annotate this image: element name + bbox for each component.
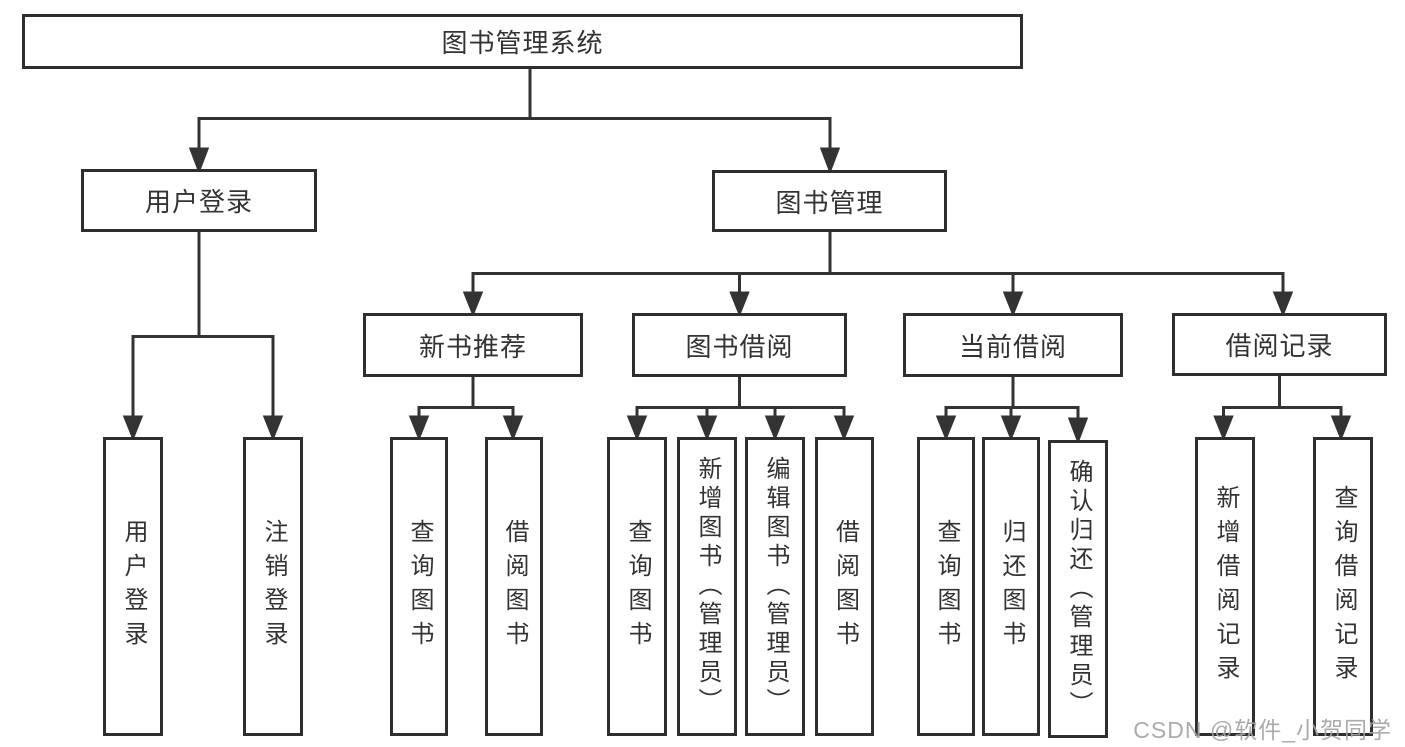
arrowhead-down-icon	[1067, 417, 1089, 445]
node-label: 图书管理系统	[441, 28, 604, 58]
csdn-watermark: CSDN @软件_小贺同学	[1133, 717, 1392, 743]
node-new-book-recommend: 新书推荐	[363, 313, 583, 377]
leaf-return-books: 归还图书	[982, 437, 1040, 736]
leaf-add-books-admin: 新增图书（管理员）	[677, 437, 737, 736]
node-label: 用户登录	[144, 187, 253, 217]
leaf-label: 编辑图书（管理员）	[762, 456, 789, 717]
arrowhead-down-icon	[262, 415, 284, 442]
leaf-label: 查询图书	[624, 518, 651, 655]
node-borrow-records: 借阅记录	[1172, 313, 1387, 376]
leaf-label: 新增图书（管理员）	[694, 456, 721, 717]
arrowhead-down-icon	[696, 415, 718, 442]
arrowhead-down-icon	[833, 415, 855, 442]
node-library-management-system: 图书管理系统	[22, 14, 1023, 69]
arrowhead-down-icon	[502, 415, 524, 442]
leaf-label: 借阅图书	[501, 518, 528, 655]
leaf-label: 新增借阅记录	[1212, 484, 1239, 689]
arrowhead-down-icon	[819, 147, 841, 175]
leaf-confirm-return-admin: 确认归还（管理员）	[1048, 440, 1108, 738]
node-book-borrow: 图书借阅	[632, 313, 847, 377]
leaf-query-books: 查询图书	[917, 437, 975, 736]
node-label: 借阅记录	[1225, 331, 1334, 361]
leaf-query-books: 查询图书	[607, 437, 667, 736]
leaf-user-login: 用户登录	[103, 437, 163, 736]
leaf-label: 确认归还（管理员）	[1065, 458, 1092, 720]
leaf-borrow-books: 借阅图书	[485, 437, 543, 736]
node-label: 图书管理	[775, 187, 884, 218]
arrowhead-down-icon	[764, 415, 786, 442]
node-label: 新书推荐	[418, 331, 527, 362]
arrowhead-down-icon	[1213, 415, 1234, 442]
node-label: 当前借阅	[958, 331, 1067, 362]
arrowhead-down-icon	[1000, 415, 1022, 442]
leaf-query-books: 查询图书	[390, 437, 448, 736]
arrowhead-down-icon	[935, 415, 957, 442]
leaf-add-borrow-record: 新增借阅记录	[1195, 437, 1255, 736]
node-label: 图书借阅	[685, 331, 794, 362]
leaf-edit-books-admin: 编辑图书（管理员）	[745, 437, 805, 736]
leaf-label: 用户登录	[120, 518, 147, 655]
arrowhead-down-icon	[122, 415, 144, 442]
arrowhead-down-icon	[1272, 291, 1294, 318]
leaf-label: 查询图书	[933, 518, 960, 655]
leaf-label: 查询图书	[406, 518, 433, 655]
arrowhead-down-icon	[1330, 415, 1352, 442]
arrowhead-down-icon	[1002, 291, 1024, 318]
leaf-label: 借阅图书	[831, 518, 859, 655]
arrowhead-down-icon	[408, 415, 430, 442]
node-user-login: 用户登录	[81, 169, 317, 232]
leaf-borrow-books: 借阅图书	[815, 437, 874, 736]
node-current-borrow: 当前借阅	[903, 313, 1123, 377]
leaf-label: 注销登录	[260, 518, 287, 655]
arrowhead-down-icon	[626, 415, 648, 442]
leaf-label: 查询借阅记录	[1330, 484, 1357, 689]
leaf-query-borrow-record: 查询借阅记录	[1313, 437, 1373, 736]
arrowhead-down-icon	[462, 291, 484, 318]
leaf-label: 归还图书	[998, 518, 1025, 655]
arrowhead-down-icon	[729, 291, 750, 318]
arrowhead-down-icon	[188, 147, 210, 175]
leaf-logout-login: 注销登录	[243, 437, 303, 736]
node-book-management: 图书管理	[712, 170, 947, 232]
